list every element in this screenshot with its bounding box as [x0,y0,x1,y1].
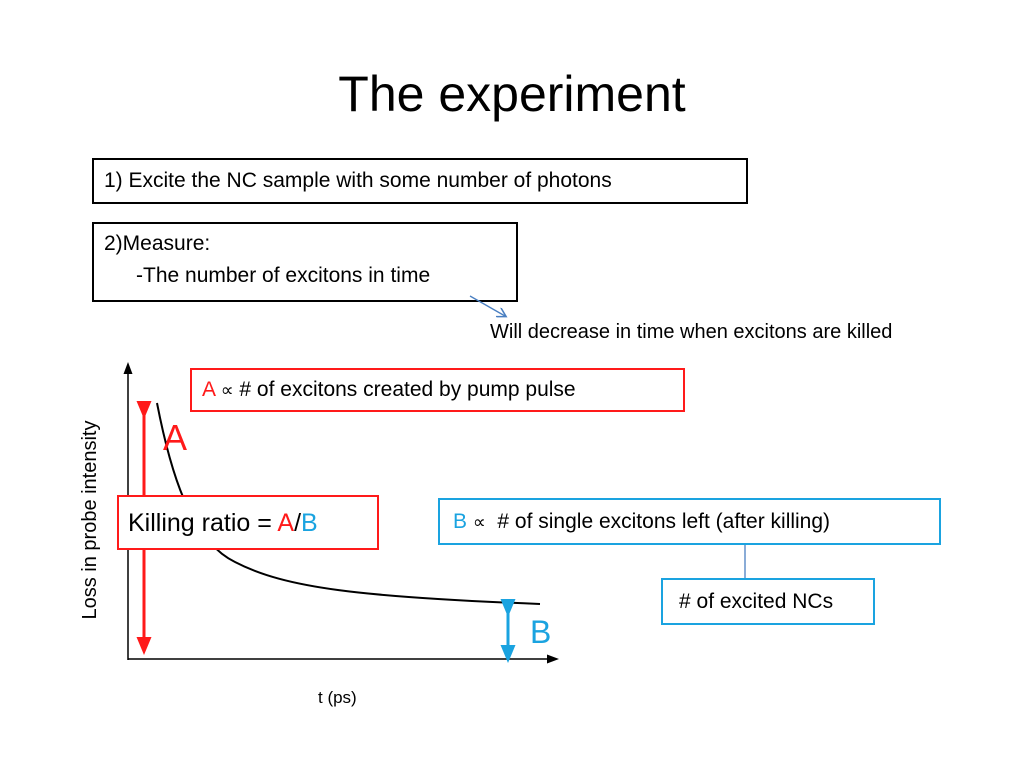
step1-text: 1) Excite the NC sample with some number… [104,169,612,192]
a-symbol: A [202,378,215,401]
step2-box: 2)Measure: -The number of excitons in ti… [92,222,518,302]
note-connector-arrow [469,295,505,316]
killing-ratio-numerator: A [277,509,295,537]
decay-curve [156,402,541,605]
b-definition-text: # of single excitons left (after killing… [497,510,831,533]
excited-nc-box: # of excited NCs [661,578,875,625]
b-definition-box: B ∝ # of single excitons left (after kil… [438,498,941,545]
step2-line2: -The number of excitons in time [136,264,431,287]
y-axis-label: Loss in probe intensity [79,420,101,620]
step1-box: 1) Excite the NC sample with some number… [92,158,748,204]
label-a: A [163,417,188,458]
killing-ratio-slash: / [294,509,302,537]
x-axis-label: t (ps) [318,688,357,707]
killing-ratio-box: Killing ratio = A/B [117,495,379,550]
a-definition-text: # of excitons created by pump pulse [239,378,576,401]
b-symbol: B [453,510,468,533]
a-definition-box: A ∝ # of excitons created by pump pulse [190,368,685,412]
proportional-icon: ∝ [220,380,234,400]
excited-nc-text: # of excited NCs [679,590,834,613]
killing-ratio-denominator: B [301,509,318,537]
killing-ratio-prefix: Killing ratio = [128,509,278,537]
label-b: B [530,614,552,650]
page-title: The experiment [338,66,686,122]
step2-line1: 2)Measure: [104,232,211,255]
decrease-note: Will decrease in time when excitons are … [490,321,893,343]
proportional-icon: ∝ [472,512,486,532]
